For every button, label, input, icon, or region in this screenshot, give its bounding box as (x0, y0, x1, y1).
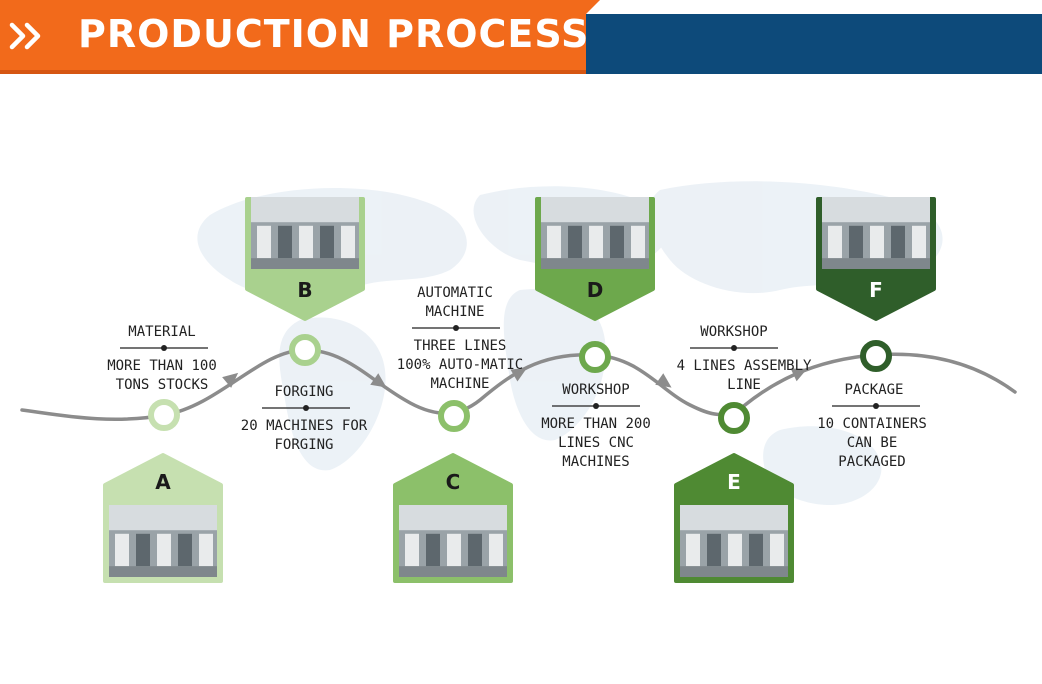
double-chevron-right-icon (9, 22, 41, 50)
page-title: PRODUCTION PROCESS (78, 12, 590, 56)
header-notch (586, 0, 600, 14)
header-banner: PRODUCTION PROCESS (0, 0, 1042, 76)
step-letter-d: D (587, 278, 604, 302)
header-orange-edge (0, 70, 586, 74)
step-description-d: MORE THAN 200 LINES CNC MACHINES (541, 416, 651, 470)
step-letter-c: C (446, 470, 461, 494)
step-photo-c (399, 505, 507, 577)
flow-arrow-3 (510, 368, 527, 382)
flow-arrow-5 (790, 368, 808, 382)
step-node-b (289, 334, 321, 366)
step-letter-f: F (869, 278, 883, 302)
step-description-a: MORE THAN 100 TONS STOCKS (107, 358, 217, 393)
step-divider-dot-a (161, 345, 167, 351)
step-photo-d (541, 197, 649, 269)
flow-arrow-1 (222, 372, 239, 388)
step-letter-b: B (297, 278, 312, 302)
step-divider-dot-e (731, 345, 737, 351)
step-node-c (438, 400, 470, 432)
step-title-a: MATERIAL (128, 324, 196, 340)
step-divider-dot-f (873, 403, 879, 409)
step-description-f: 10 CONTAINERS CAN BE PACKAGED (817, 416, 927, 470)
header-blue-band (586, 14, 1042, 74)
step-photo-f (822, 197, 930, 269)
step-photo-e (680, 505, 788, 577)
step-node-a (148, 399, 180, 431)
step-description-e: 4 LINES ASSEMBLY LINE (676, 358, 812, 393)
step-title-b: FORGING (274, 384, 334, 400)
step-node-d (579, 341, 611, 373)
step-letter-e: E (727, 470, 741, 494)
header-orange-band (0, 0, 586, 70)
step-letter-a: A (155, 470, 171, 494)
flow-arrow-2 (370, 373, 387, 388)
step-node-f (860, 340, 892, 372)
step-photo-b (251, 197, 359, 269)
flow-arrow-4 (655, 373, 672, 388)
step-description-b: 20 MACHINES FOR FORGING (240, 418, 368, 453)
step-title-f: PACKAGE (844, 382, 904, 398)
step-photo-a (109, 505, 217, 577)
step-node-e (718, 402, 750, 434)
step-divider-dot-c (453, 325, 459, 331)
step-divider-dot-b (303, 405, 309, 411)
step-description-c: THREE LINES 100% AUTO-MATIC MACHINE (396, 338, 524, 392)
step-title-e: WORKSHOP (700, 324, 768, 340)
step-title-c: AUTOMATIC MACHINE (417, 285, 493, 320)
step-title-d: WORKSHOP (562, 382, 630, 398)
step-divider-dot-d (593, 403, 599, 409)
